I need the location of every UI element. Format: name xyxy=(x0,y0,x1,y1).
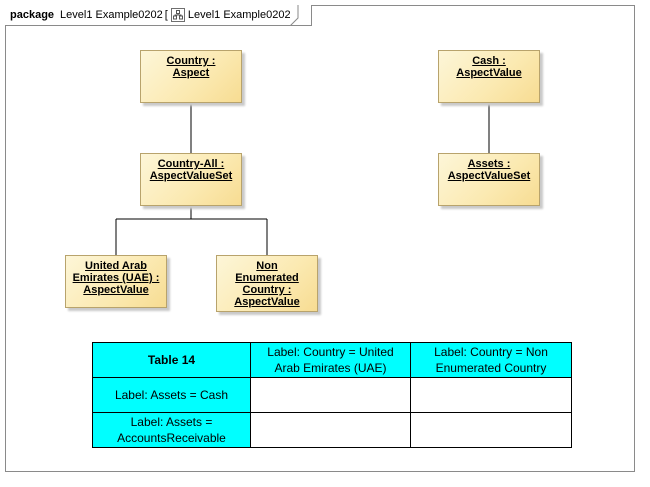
table-cell[interactable] xyxy=(250,377,411,413)
row-header: Label: Assets = AccountsReceivable xyxy=(92,412,251,448)
node-country-aspect[interactable]: Country : Aspect xyxy=(140,50,242,103)
frame-name: Level1 Example0202 xyxy=(60,9,163,21)
table-cell[interactable] xyxy=(250,412,411,448)
node-label: Assets : xyxy=(467,158,511,170)
diagram-name: Level1 Example0202 xyxy=(187,9,291,21)
node-country-all[interactable]: Country-All : AspectValueSet xyxy=(140,153,242,206)
node-label: United Arab xyxy=(85,260,147,272)
table-cell[interactable] xyxy=(410,412,572,448)
node-label: Aspect xyxy=(172,67,210,79)
tab-corner xyxy=(290,5,299,26)
node-label: AspectValue xyxy=(456,67,522,79)
node-uae[interactable]: United Arab Emirates (UAE) : AspectValue xyxy=(65,255,167,308)
column-header: Label: Country = United Arab Emirates (U… xyxy=(250,342,411,378)
frame-title-tab: package Level1 Example0202 [ Level1 Exam… xyxy=(5,5,312,26)
node-label: Non xyxy=(256,260,278,272)
row-header: Label: Assets = Cash xyxy=(92,377,251,413)
node-label: Country : xyxy=(242,284,292,296)
node-assets[interactable]: Assets : AspectValueSet xyxy=(438,153,540,206)
table-cell[interactable] xyxy=(410,377,572,413)
diagram-icon xyxy=(170,8,185,22)
node-label: Country-All : xyxy=(157,158,225,170)
hypercube-table: Table 14 Label: Country = United Arab Em… xyxy=(92,342,572,448)
frame-keyword: package xyxy=(10,9,55,21)
node-label: AspectValueSet xyxy=(447,170,531,182)
node-cash[interactable]: Cash : AspectValue xyxy=(438,50,540,103)
node-label: Enumerated xyxy=(235,272,299,284)
bracket-open: [ xyxy=(164,9,168,21)
node-label: AspectValue xyxy=(83,284,149,296)
node-label: Emirates (UAE) : xyxy=(72,272,160,284)
column-header: Label: Country = Non Enumerated Country xyxy=(410,342,572,378)
node-label: AspectValue xyxy=(234,296,300,308)
node-label: Cash : xyxy=(472,55,506,67)
node-non-enumerated[interactable]: Non Enumerated Country : AspectValue xyxy=(216,255,318,312)
node-label: AspectValueSet xyxy=(149,170,233,182)
table-title: Table 14 xyxy=(92,342,251,378)
node-label: Country : xyxy=(166,55,216,67)
